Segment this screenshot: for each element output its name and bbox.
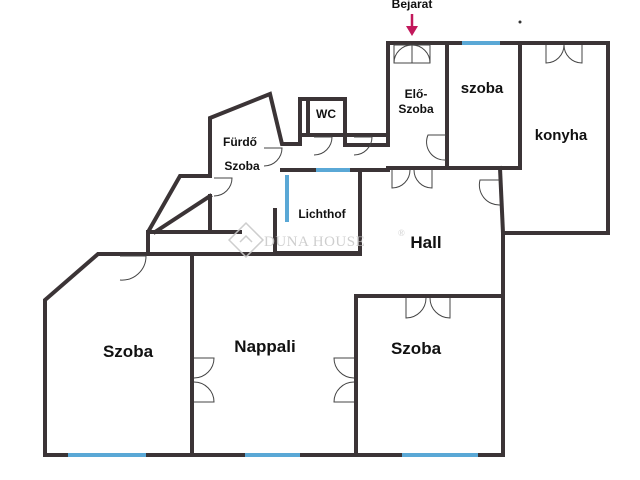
door-wc-1 (313, 136, 333, 156)
door-nappali-right (333, 357, 355, 403)
label-szoba-right: Szoba (391, 339, 442, 358)
entrance-arrow-icon (406, 14, 418, 36)
door-konyha-top (545, 44, 583, 64)
door-hall-entry (391, 169, 433, 189)
label-furdo-2: Szoba (224, 159, 260, 173)
watermark: DUNA HOUSE ® (227, 221, 405, 259)
door-wc-2 (353, 136, 373, 156)
door-nappali-left (193, 357, 215, 403)
label-konyha: konyha (535, 127, 588, 144)
walls (43, 41, 610, 457)
door-szoba-left (119, 255, 147, 281)
door-entrance (393, 44, 431, 64)
door-eloszoba-szoba (426, 134, 447, 161)
door-corridor (213, 177, 233, 197)
house-logo-icon (227, 221, 265, 259)
label-eloszoba-2: Szoba (398, 102, 434, 116)
doors (119, 44, 583, 403)
door-konyha-hall (478, 179, 501, 206)
outer-wall (43, 41, 610, 457)
door-furdo (263, 147, 283, 167)
label-szoba-left: Szoba (103, 342, 154, 361)
label-szoba-small: szoba (461, 80, 504, 97)
wall-hall-top-right (497, 165, 506, 236)
label-furdo-1: Fürdő (223, 135, 257, 149)
watermark-text: DUNA HOUSE (264, 234, 365, 250)
label-hall: Hall (410, 233, 441, 252)
dot (518, 20, 522, 24)
label-nappali: Nappali (234, 337, 295, 356)
watermark-mark: ® (398, 228, 405, 238)
label-eloszoba-1: Elő- (405, 87, 428, 101)
label-lichthof: Lichthof (298, 207, 346, 221)
wall-diagonal (152, 193, 213, 235)
door-szoba-right (405, 297, 451, 319)
label-entrance: Bejarat (392, 0, 433, 11)
label-wc: WC (316, 107, 336, 121)
windows (68, 41, 500, 457)
room-labels: Bejarat Elő- Szoba szoba konyha WC Fürdő… (103, 0, 588, 361)
